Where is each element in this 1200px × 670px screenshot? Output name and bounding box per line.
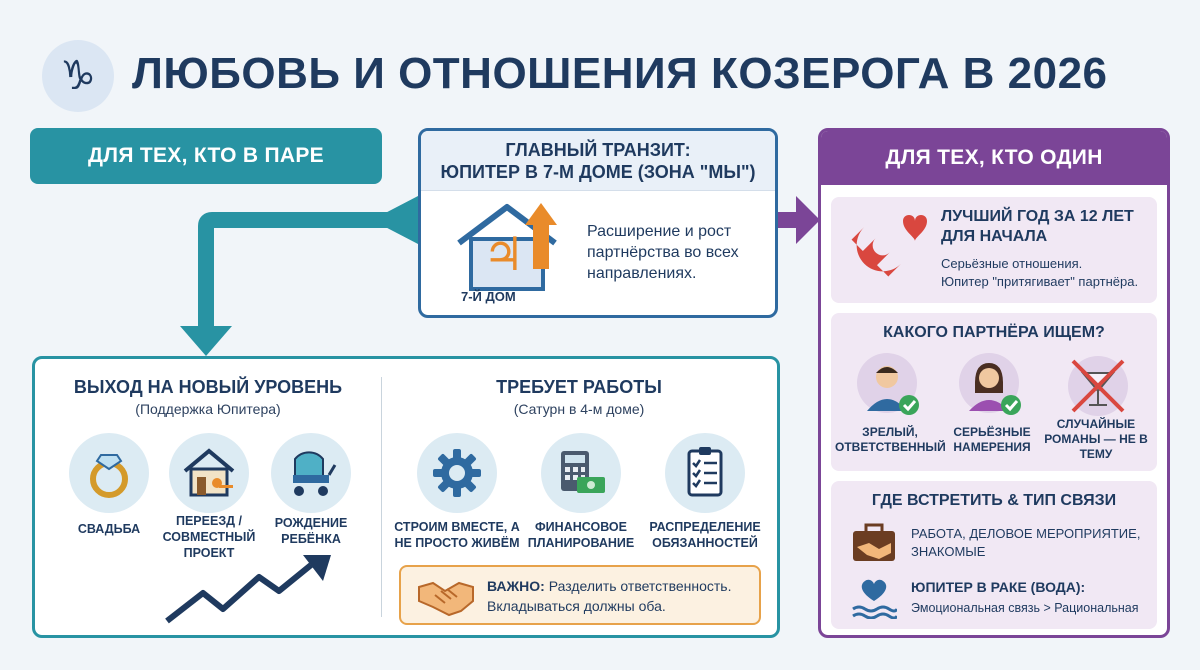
singles-banner: ДЛЯ ТЕХ, КТО ОДИН <box>821 131 1167 185</box>
best-year-line2: Юпитер "притягивает" партнёра. <box>941 274 1139 289</box>
crossed-cocktail-icon <box>1068 356 1128 416</box>
growth-arrow-icon <box>165 555 331 624</box>
move-project-label: ПЕРЕЕЗД / СОВМЕСТНЫЙ ПРОЕКТ <box>162 514 256 560</box>
calculator-money-icon <box>541 433 621 513</box>
purple-arrow-shaft <box>778 212 800 228</box>
heart-water-icon <box>852 579 897 619</box>
page-title: ЛЮБОВЬ И ОТНОШЕНИЯ КОЗЕРОГА В 2026 <box>132 49 1108 98</box>
house-key-icon <box>169 433 249 513</box>
water-title: ЮПИТЕР В РАКЕ (ВОДА): <box>911 579 1086 595</box>
briefcase-handshake-icon <box>853 523 895 561</box>
mature-label: ЗРЕЛЫЙ, ОТВЕТСТВЕННЫЙ <box>835 425 946 454</box>
singles-panel: ДЛЯ ТЕХ, КТО ОДИН ЛУЧШИЙ ГОД ЗА 12 ЛЕТ Д… <box>818 128 1170 638</box>
wedding-label: СВАДЬБА <box>77 522 141 536</box>
new-level-subtitle: (Поддержка Юпитера) <box>135 401 281 417</box>
build-together-label: СТРОИМ ВМЕСТЕ, А НЕ ПРОСТО ЖИВЁМ <box>394 520 520 550</box>
main-transit-description: Расширение и рост партнёрства во всех на… <box>587 223 739 282</box>
where-meet-title: ГДЕ ВСТРЕТИТЬ & ТИП СВЯЗИ <box>871 492 1117 509</box>
where-meet-work: РАБОТА, ДЕЛОВОЕ МЕРОПРИЯТИЕ, ЗНАКОМЫЕ <box>911 526 1141 559</box>
baby-birth-label: РОЖДЕНИЕ РЕБЁНКА <box>274 516 348 546</box>
serious-label: СЕРЬЁЗНЫЕ НАМЕРЕНИЯ <box>953 425 1031 454</box>
best-year-line1: Серьёзные отношения. <box>941 256 1083 271</box>
purple-arrow-head <box>796 196 820 244</box>
partner-card: КАКОГО ПАРТНЁРА ИЩЕМ? ЗРЕЛЫЙ, ОТВЕТСТВЕН… <box>831 313 1157 471</box>
man-avatar-check-icon <box>857 353 919 415</box>
main-transit-title-2: ЮПИТЕР В 7-М ДОМЕ (ЗОНА "МЫ") <box>440 161 756 182</box>
couples-banner: ДЛЯ ТЕХ, КТО В ПАРЕ <box>30 128 382 184</box>
capricorn-glyph: ♑ <box>60 53 96 99</box>
duties-distribution-label: РАСПРЕДЕЛЕНИЕ ОБЯЗАННОСТЕЙ <box>649 520 761 550</box>
capricorn-icon: ♑ <box>42 40 114 112</box>
handshake-icon <box>418 581 474 617</box>
teal-arrow-down-head <box>180 326 232 356</box>
financial-planning-label: ФИНАНСОВОЕ ПЛАНИРОВАНИЕ <box>527 520 635 550</box>
casual-label: СЛУЧАЙНЫЕ РОМАНЫ — НЕ В ТЕМУ <box>1044 417 1148 461</box>
woman-avatar-check-icon <box>959 353 1021 415</box>
new-level-title: ВЫХОД НА НОВЫЙ УРОВЕНЬ <box>73 377 343 397</box>
important-label: ВАЖНО: <box>487 578 545 594</box>
partner-title: КАКОГО ПАРТНЁРА ИЩЕМ? <box>883 324 1105 341</box>
house-label: 7-Й ДОМ <box>461 289 516 304</box>
water-text: Эмоциональная связь > Рациональная <box>911 601 1139 615</box>
gear-icon <box>417 433 497 513</box>
best-year-title: ЛУЧШИЙ ГОД ЗА 12 ЛЕТ ДЛЯ НАЧАЛА <box>941 208 1134 245</box>
checklist-icon <box>665 433 745 513</box>
teal-arrow-left-head <box>372 196 418 244</box>
stroller-icon <box>271 433 351 513</box>
magnet-heart-icon <box>851 215 927 277</box>
main-transit-header: ГЛАВНЫЙ ТРАНЗИТ: ЮПИТЕР В 7-М ДОМЕ (ЗОНА… <box>421 131 775 191</box>
teal-arrow-path <box>198 212 418 334</box>
main-transit-box: ГЛАВНЫЙ ТРАНЗИТ: ЮПИТЕР В 7-М ДОМЕ (ЗОНА… <box>418 128 778 318</box>
panel-divider <box>381 377 382 617</box>
main-transit-title-1: ГЛАВНЫЙ ТРАНЗИТ: <box>505 139 691 160</box>
ring-icon <box>69 433 149 513</box>
couples-panel: ВЫХОД НА НОВЫЙ УРОВЕНЬ (Поддержка Юпитер… <box>32 356 780 638</box>
best-year-card: ЛУЧШИЙ ГОД ЗА 12 ЛЕТ ДЛЯ НАЧАЛА Серьёзны… <box>831 197 1157 303</box>
important-note: ВАЖНО: Разделить ответственность. Вклады… <box>399 565 761 625</box>
jupiter-glyph: ♃ <box>483 227 525 281</box>
important-text: Разделить ответственность. Вкладываться … <box>487 578 732 614</box>
needs-work-subtitle: (Сатурн в 4-м доме) <box>513 401 645 417</box>
where-meet-card: ГДЕ ВСТРЕТИТЬ & ТИП СВЯЗИ РАБОТА, ДЕЛОВО… <box>831 481 1157 629</box>
seventh-house-icon: ♃ <box>449 199 569 295</box>
needs-work-title: ТРЕБУЕТ РАБОТЫ <box>496 377 662 397</box>
